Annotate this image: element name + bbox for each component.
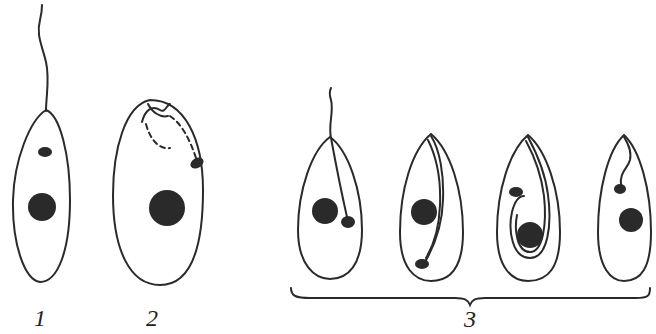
kinetoplast	[38, 147, 52, 157]
nucleus	[28, 193, 56, 221]
flagellum	[425, 136, 443, 262]
kinetoplast	[341, 216, 355, 228]
cell-outline	[598, 135, 651, 281]
flagellum	[516, 141, 545, 252]
flagellum	[511, 137, 550, 258]
nucleus	[517, 222, 543, 248]
flagellum	[426, 140, 440, 258]
figure-number: 1	[34, 306, 46, 330]
kinetoplast	[188, 155, 205, 171]
kinetoplast	[509, 187, 523, 197]
flagellar-pocket	[170, 116, 196, 158]
group-bracket	[291, 288, 650, 305]
kinetoplast	[415, 259, 429, 269]
nucleus	[149, 190, 185, 226]
flagellum	[142, 104, 170, 122]
cell-outline	[400, 134, 463, 281]
nucleus	[312, 198, 338, 224]
flagellar-pocket	[146, 124, 170, 148]
figure-number: 3	[464, 307, 476, 331]
flagellum	[621, 137, 631, 186]
nucleus	[619, 208, 643, 232]
kinetoplast	[614, 184, 626, 194]
flagellum	[148, 104, 168, 116]
flagellum	[330, 88, 347, 217]
cell-outline	[113, 100, 203, 285]
cell-outline	[298, 137, 362, 279]
nucleus	[411, 199, 437, 225]
cell-outline	[497, 135, 560, 281]
figure-number: 2	[146, 306, 158, 330]
cell-outline	[13, 110, 70, 282]
flagellum	[39, 5, 48, 111]
